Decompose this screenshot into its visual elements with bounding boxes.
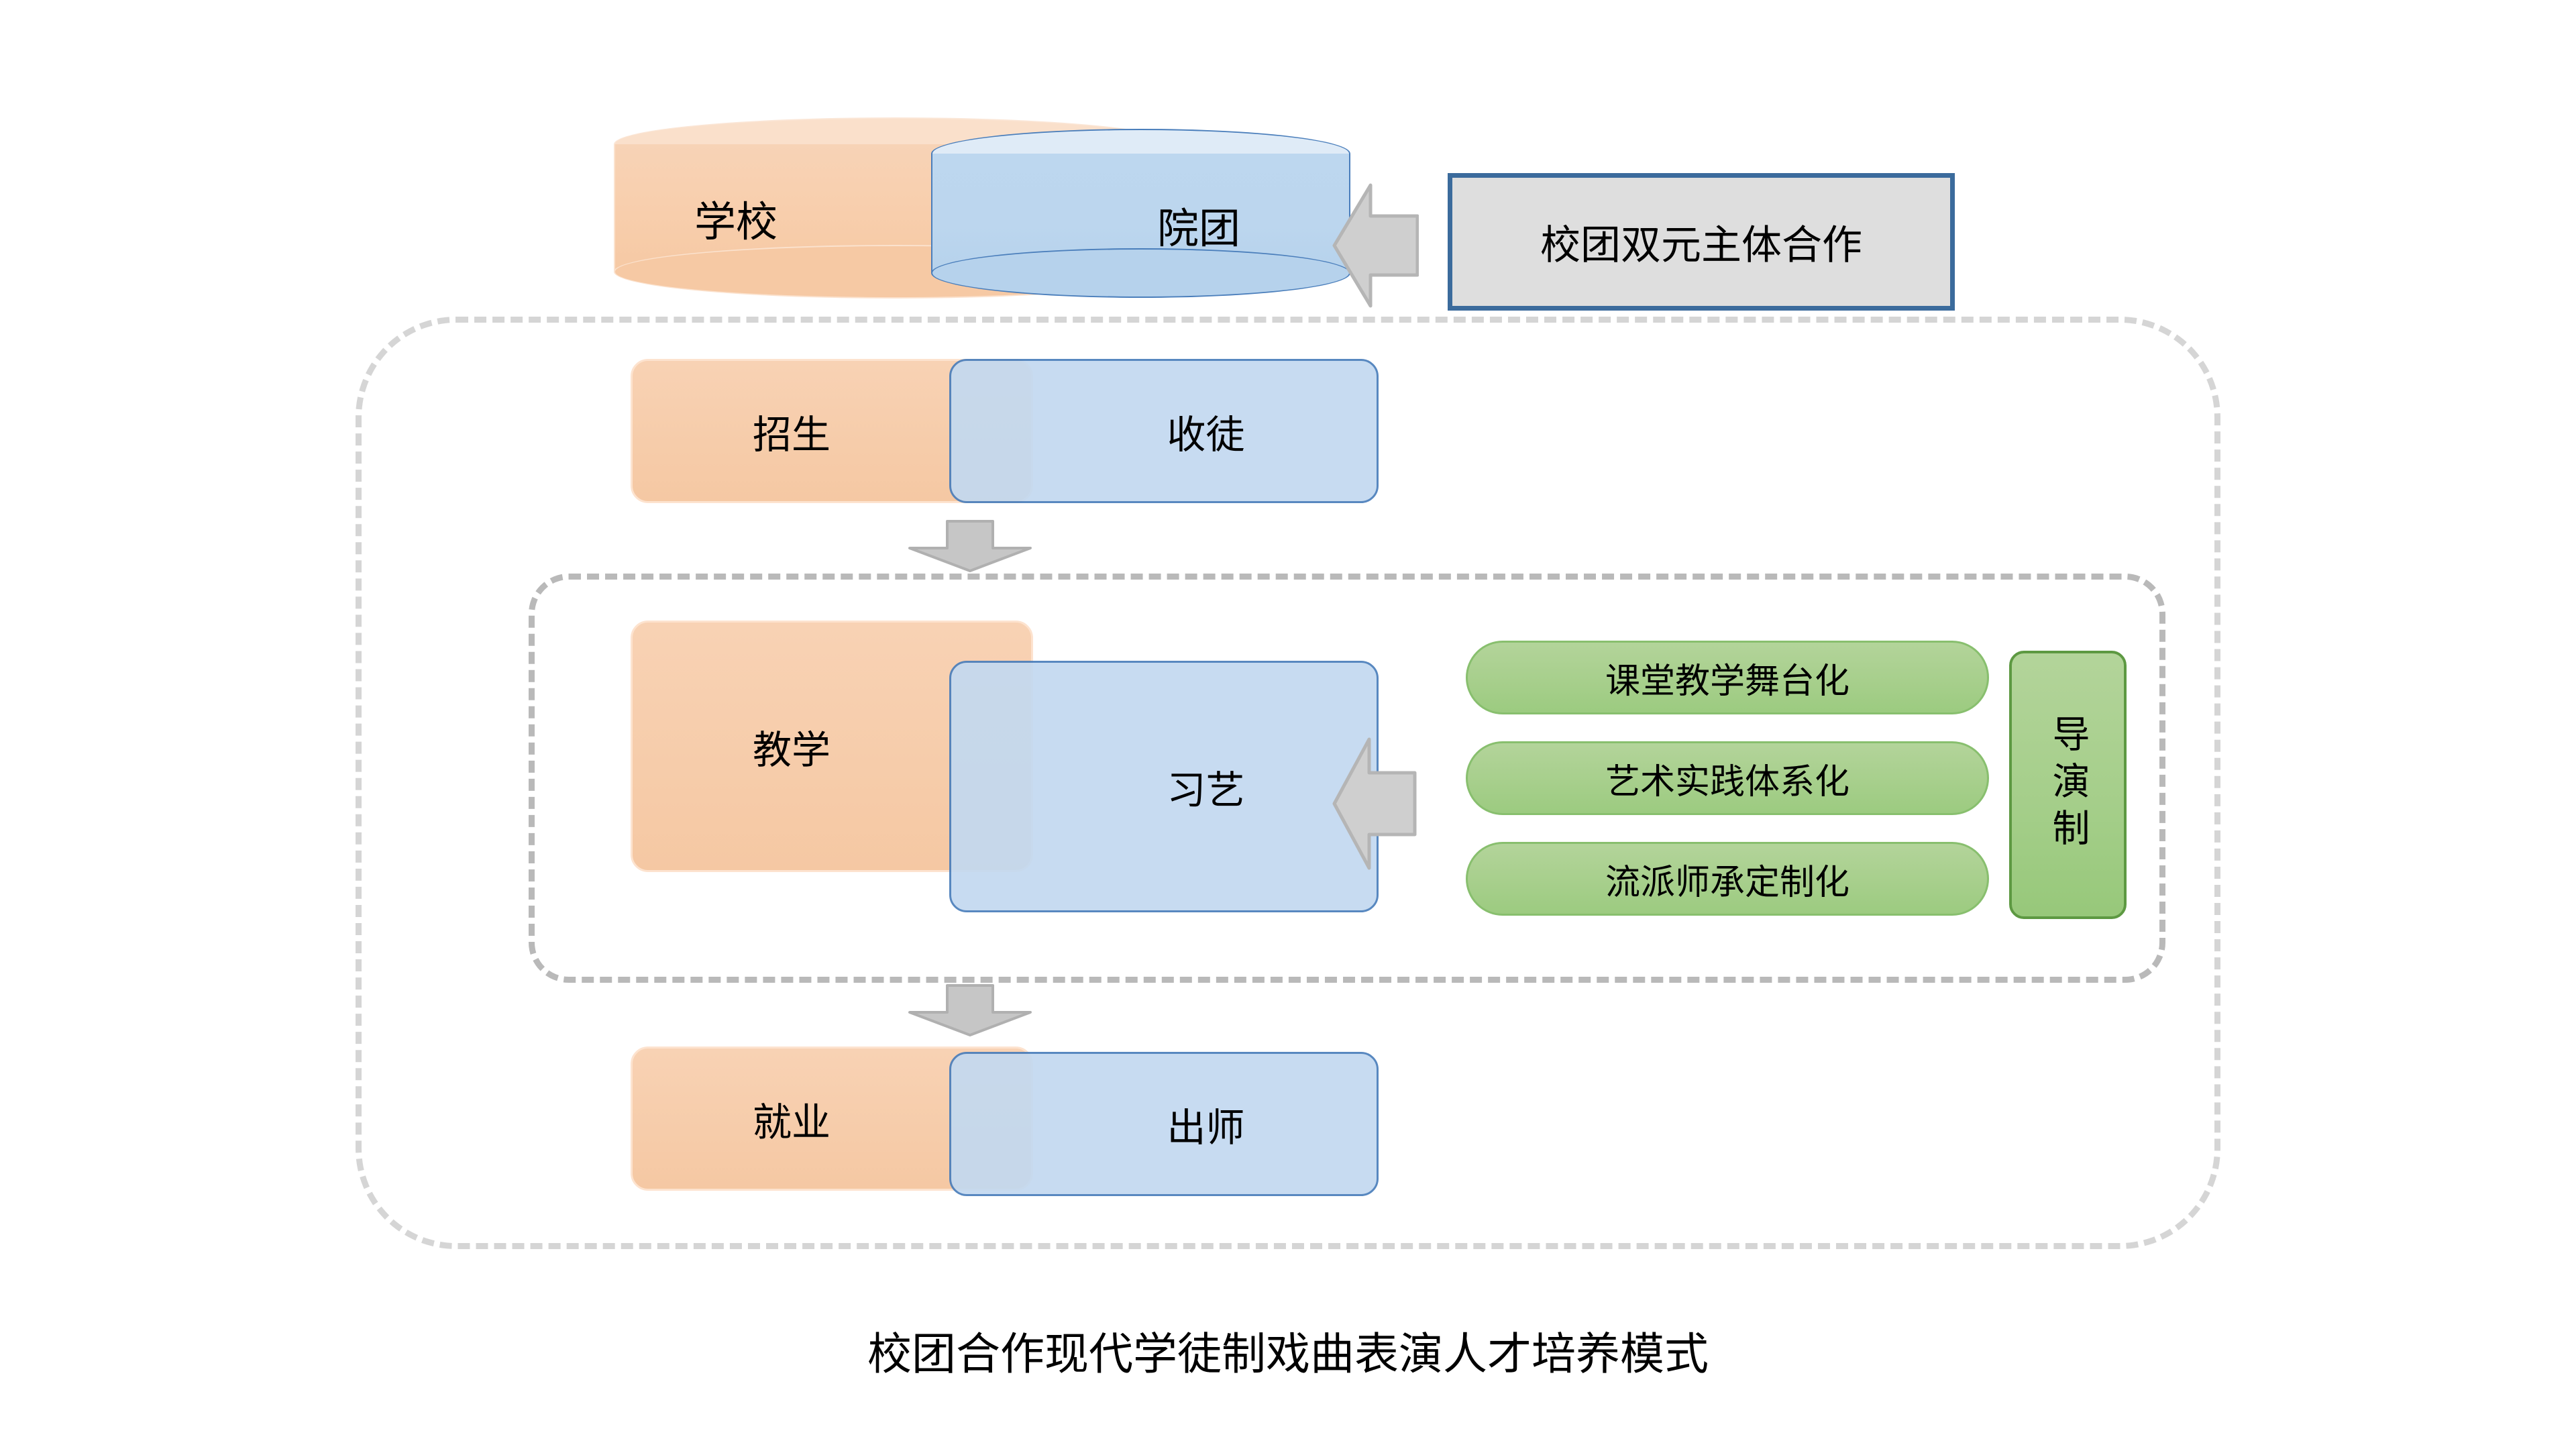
inner-dashed-container	[529, 574, 2165, 983]
stage-1-school-label: 招生	[752, 411, 830, 458]
stage-1-troupe-label: 收徒	[1167, 411, 1245, 458]
cylinder-bottom-face	[931, 248, 1350, 298]
callout-arrow-left-icon	[1332, 183, 1419, 308]
stage-2-troupe-label: 习艺	[1167, 767, 1245, 813]
practices-arrow-left-icon	[1332, 737, 1417, 870]
practice-pill-3[interactable]: 流派师承定制化	[1466, 842, 1989, 916]
figure-caption: 校团合作现代学徒制戏曲表演人才培养模式	[867, 1328, 1709, 1380]
practice-pill-2[interactable]: 艺术实践体系化	[1466, 741, 1989, 815]
troupe-cylinder-label: 院团	[1157, 204, 1241, 253]
flow-arrow-down-icon-2	[908, 984, 1032, 1036]
stage-3-school-label: 就业	[752, 1099, 830, 1145]
stage-3-troupe-box[interactable]	[949, 1052, 1379, 1196]
stage-2-school-label: 教学	[752, 727, 830, 773]
school-cylinder-label: 学校	[694, 197, 778, 246]
stage-3-troupe-label: 出师	[1167, 1104, 1245, 1150]
troupe-cylinder[interactable]	[931, 129, 1350, 298]
callout-box[interactable]: 校团双元主体合作	[1448, 173, 1955, 311]
outer-dashed-container	[356, 317, 2220, 1249]
practice-pill-1[interactable]: 课堂教学舞台化	[1466, 641, 1989, 714]
flow-arrow-down-icon-1	[908, 520, 1032, 572]
stage-1-troupe-box[interactable]	[949, 359, 1379, 503]
system-vertical-box[interactable]: 导演制	[2009, 651, 2127, 919]
stage-2-troupe-box[interactable]	[949, 661, 1379, 912]
